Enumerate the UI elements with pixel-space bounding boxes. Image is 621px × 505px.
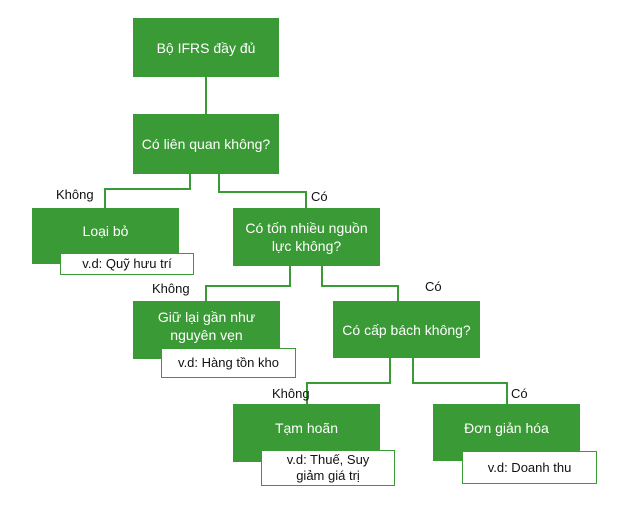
connector-urgent-yes	[412, 358, 508, 404]
connector-urgent-no	[306, 358, 391, 404]
relevance-decision: Có liên quan không?	[133, 114, 279, 174]
defer-example-text: v.d: Thuế, Suy giảm giá trị	[286, 452, 370, 483]
edge-label-costly-no: Không	[152, 281, 190, 296]
defer-node-label: Tạm hoãn	[274, 420, 339, 436]
relevance-decision-label: Có liên quan không?	[141, 136, 271, 152]
eliminate-example-text: v.d: Quỹ hưu trí	[82, 256, 172, 271]
root-node-label: Bộ IFRS đầy đủ	[156, 39, 256, 56]
retain-example-text: v.d: Hàng tồn kho	[178, 355, 279, 370]
connector-relevant-yes	[218, 174, 307, 208]
edge-label-costly-yes: Có	[425, 279, 442, 294]
simplify-example-text: v.d: Doanh thu	[487, 459, 572, 475]
connector-relevant-no	[104, 174, 191, 208]
simplify-node-label: Đơn giản hóa	[464, 419, 549, 436]
eliminate-example: v.d: Quỹ hưu trí	[60, 253, 194, 275]
edge-label-urgent-yes: Có	[511, 386, 528, 401]
edge-label-relevant-yes: Có	[311, 189, 328, 204]
resource-decision-label: Có tốn nhiều nguồn lực không?	[245, 220, 368, 254]
eliminate-node-label: Loại bỏ	[82, 223, 129, 239]
resource-decision: Có tốn nhiều nguồn lực không?	[233, 208, 380, 266]
root-node: Bộ IFRS đầy đủ	[133, 18, 279, 77]
edge-label-urgent-no: Không	[272, 386, 310, 401]
urgency-decision-label: Có cấp bách không?	[342, 321, 471, 338]
connector-costly-no	[205, 266, 291, 301]
urgency-decision: Có cấp bách không?	[333, 301, 480, 358]
connector-costly-yes	[321, 266, 399, 301]
defer-example: v.d: Thuế, Suy giảm giá trị	[261, 450, 395, 486]
retain-example: v.d: Hàng tồn kho	[161, 348, 296, 378]
edge-label-relevant-no: Không	[56, 187, 94, 202]
retain-node-label: Giữ lại gần như nguyên vẹn	[157, 309, 256, 343]
simplify-example: v.d: Doanh thu	[462, 451, 597, 484]
